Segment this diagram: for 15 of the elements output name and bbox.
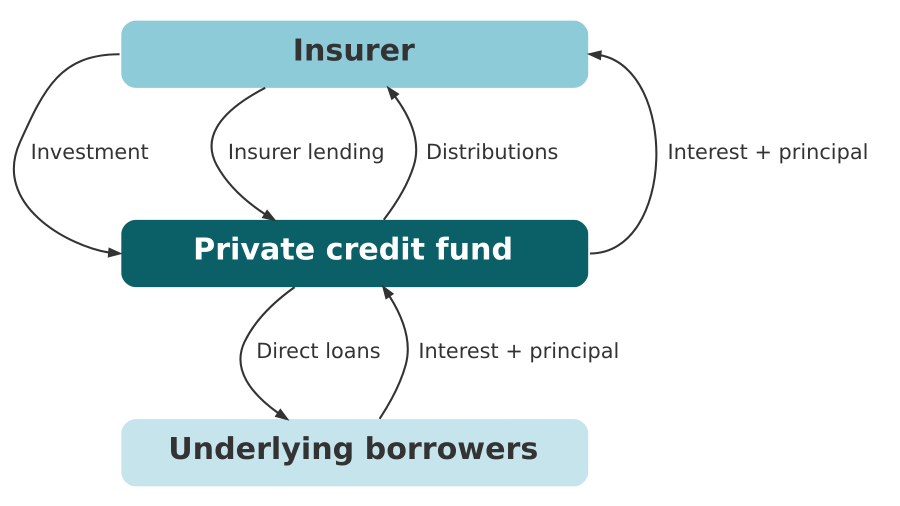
node-box: Private credit fund bbox=[121, 219, 588, 287]
edge-label: Insurer lending bbox=[228, 139, 385, 164]
arrow bbox=[13, 52, 123, 258]
arrow bbox=[378, 284, 409, 419]
edge-label: Interest + principal bbox=[667, 139, 868, 164]
edge-label: Interest + principal bbox=[418, 338, 620, 363]
edge-label: Investment bbox=[30, 139, 149, 164]
node-box: Insurer bbox=[121, 20, 588, 88]
node-box: Underlying borrowers bbox=[121, 418, 588, 486]
arrow bbox=[210, 86, 277, 221]
edge-label: Direct loans bbox=[256, 338, 381, 363]
edge-label: Distributions bbox=[426, 139, 558, 164]
arrow bbox=[586, 50, 658, 254]
arrow bbox=[240, 286, 296, 420]
arrow bbox=[382, 85, 418, 220]
